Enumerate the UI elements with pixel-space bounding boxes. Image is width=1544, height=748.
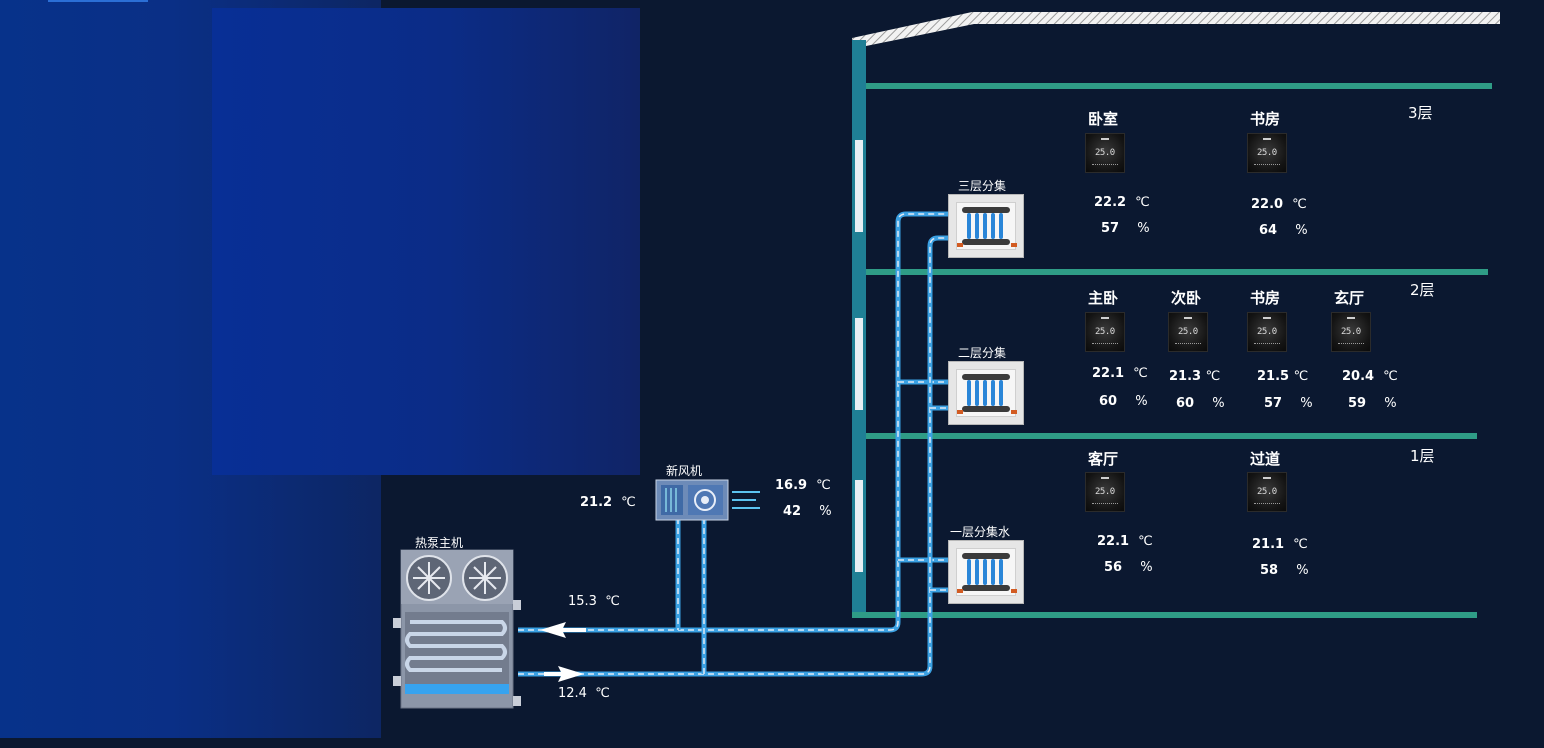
room-name: 玄厅 <box>1334 289 1365 307</box>
manifold-floor2[interactable] <box>948 361 1024 425</box>
thermostat-icon[interactable]: 25.0 <box>1085 312 1125 352</box>
room-name: 过道 <box>1250 450 1281 468</box>
supply-flow-arrow <box>540 622 566 638</box>
thermostat-icon[interactable]: 25.0 <box>1247 312 1287 352</box>
manifold-floor2-title: 二层分集 <box>958 346 1007 360</box>
room-name: 书房 <box>1250 110 1281 128</box>
room-temp: 20.4 ℃ <box>1342 369 1398 384</box>
room-humidity: 64 % <box>1259 223 1308 238</box>
thermostat-icon[interactable]: 25.0 <box>1247 133 1287 173</box>
return-flow-arrow <box>558 666 584 682</box>
supply-flow-arrow-tail <box>562 628 586 632</box>
floor-slab-roof <box>866 83 1492 89</box>
manifold-floor3-title: 三层分集 <box>958 179 1007 193</box>
room-temp: 21.5 ℃ <box>1257 369 1309 384</box>
thermostat-icon[interactable]: 25.0 <box>1085 133 1125 173</box>
manifold-floor1[interactable] <box>948 540 1024 604</box>
room-name: 客厅 <box>1088 450 1119 468</box>
wall-window <box>855 480 863 572</box>
fresh-air-pipes <box>675 518 707 674</box>
manifold-floor1-title: 一层分集水 <box>950 525 1011 539</box>
room-humidity: 58 % <box>1260 563 1309 578</box>
floor-label-2: 2层 <box>1410 281 1435 299</box>
room-humidity: 60 % <box>1176 396 1225 411</box>
room-temp: 22.0 ℃ <box>1251 197 1307 212</box>
top-accent-line <box>48 0 148 2</box>
room-humidity: 59 % <box>1348 396 1397 411</box>
room-name: 书房 <box>1250 289 1281 307</box>
room-name: 卧室 <box>1088 110 1119 128</box>
supply-pipe-temp: 15.3 ℃ <box>568 594 620 609</box>
fresh-air-unit[interactable] <box>655 479 760 521</box>
room-humidity: 57 % <box>1264 396 1313 411</box>
room-humidity: 57 % <box>1101 221 1150 236</box>
return-pipe-temp: 12.4 ℃ <box>558 686 610 701</box>
room-temp: 21.3 ℃ <box>1169 369 1221 384</box>
heat-pump-unit[interactable] <box>393 549 521 709</box>
room-name: 主卧 <box>1088 289 1119 307</box>
fresh-air-outlet-temp: 16.9 ℃ <box>775 478 831 493</box>
room-humidity: 60 % <box>1099 394 1148 409</box>
thermostat-icon[interactable]: 25.0 <box>1247 472 1287 512</box>
fresh-air-outlet-humidity: 42 % <box>783 504 832 519</box>
roof <box>852 12 1500 46</box>
return-pipe <box>518 235 948 677</box>
floor-slab-1 <box>852 612 1477 618</box>
room-temp: 22.1 ℃ <box>1097 534 1153 549</box>
heat-pump-title: 热泵主机 <box>415 536 464 550</box>
wall-window <box>855 318 863 410</box>
thermostat-icon[interactable]: 25.0 <box>1331 312 1371 352</box>
room-humidity: 56 % <box>1104 560 1153 575</box>
thermostat-icon[interactable]: 25.0 <box>1085 472 1125 512</box>
fresh-air-inlet-temp: 21.2 ℃ <box>580 495 636 510</box>
thermostat-icon[interactable]: 25.0 <box>1168 312 1208 352</box>
wall-window <box>855 140 863 232</box>
room-temp: 22.2 ℃ <box>1094 195 1150 210</box>
floor-slab-2 <box>866 433 1477 439</box>
room-temp: 22.1 ℃ <box>1092 366 1148 381</box>
floor-slab-3 <box>866 269 1488 275</box>
return-flow-arrow-tail <box>544 672 562 676</box>
floor-label-1: 1层 <box>1410 447 1435 465</box>
fresh-air-title: 新风机 <box>666 464 703 478</box>
supply-pipe <box>518 211 948 633</box>
floor-label-3: 3层 <box>1408 104 1433 122</box>
room-name: 次卧 <box>1171 289 1202 307</box>
room-temp: 21.1 ℃ <box>1252 537 1308 552</box>
overlay-panel <box>212 8 640 475</box>
manifold-floor3[interactable] <box>948 194 1024 258</box>
